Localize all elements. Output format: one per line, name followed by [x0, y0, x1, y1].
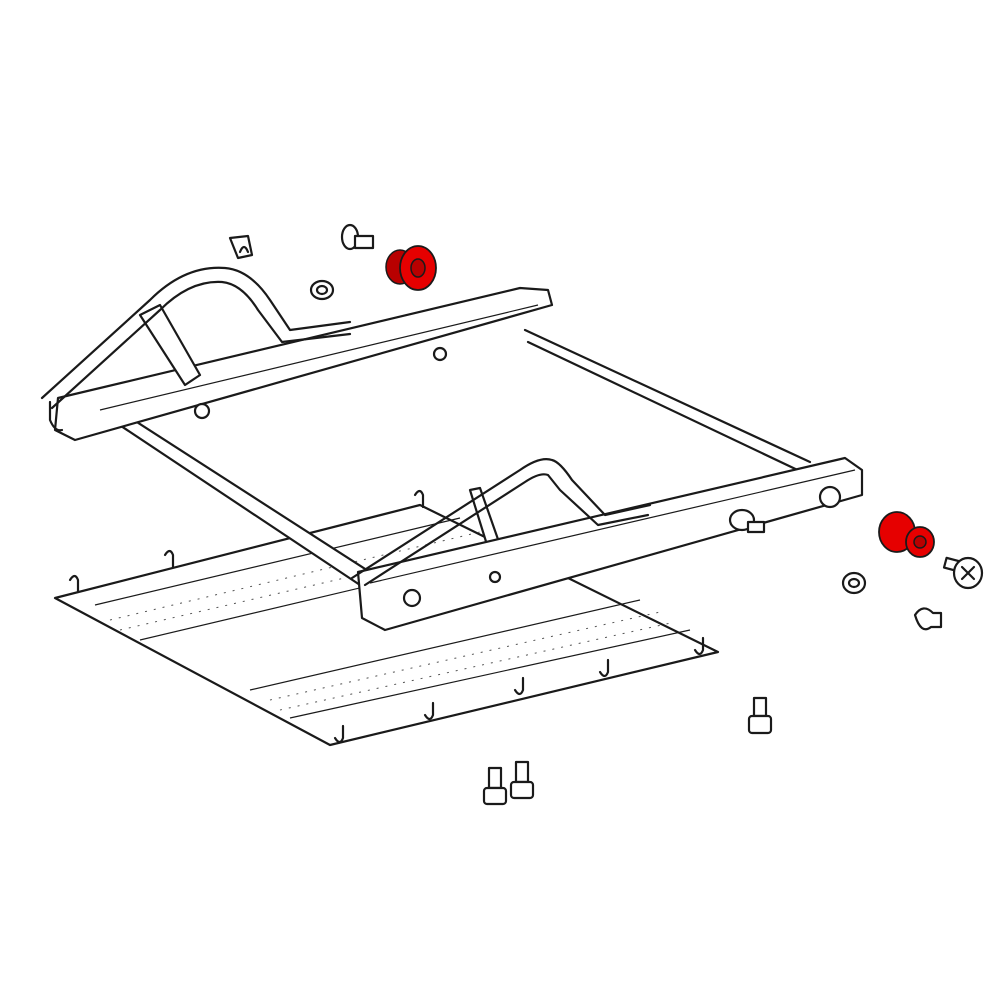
frame: [40, 266, 864, 632]
bushing-left: [385, 245, 437, 291]
bolt: [747, 696, 773, 735]
clip-left: [228, 234, 254, 260]
screw-right: [942, 556, 984, 590]
washer-left: [309, 279, 335, 301]
hook-clips: [68, 489, 705, 744]
stud: [728, 508, 766, 534]
screw-left: [340, 223, 375, 251]
washer-right: [841, 571, 867, 595]
clip-right: [913, 607, 943, 631]
bolt: [482, 766, 508, 806]
bolt: [509, 760, 535, 800]
bushing-right: [878, 511, 935, 558]
